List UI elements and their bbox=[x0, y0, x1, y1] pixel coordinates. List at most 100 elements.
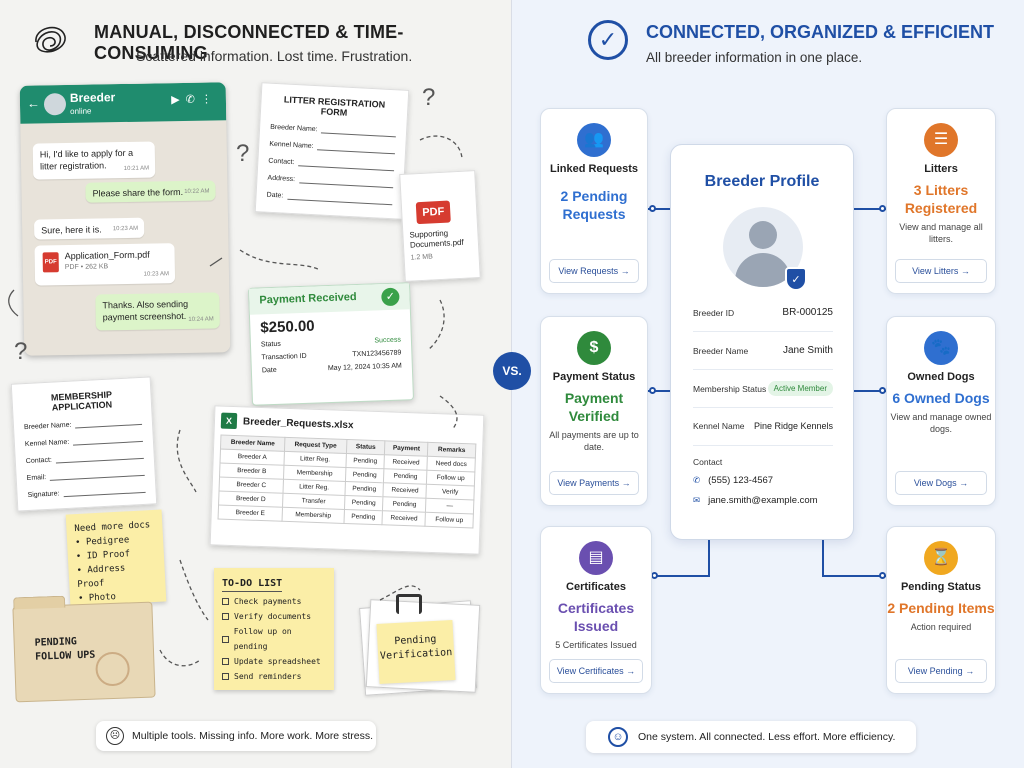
form-field: Signature: bbox=[27, 486, 146, 500]
view-litters-button[interactable]: View Litters → bbox=[895, 259, 987, 283]
connector-line bbox=[822, 540, 824, 576]
sad-face-icon: ☹ bbox=[106, 727, 124, 745]
table-cell: Pending bbox=[344, 495, 384, 511]
chat-time: 10:21 AM bbox=[123, 165, 150, 173]
card-title: Payment Status bbox=[552, 371, 636, 383]
email-value: jane.smith@example.com bbox=[708, 495, 818, 506]
form-field: Contact: bbox=[26, 452, 144, 465]
field-label: Contact: bbox=[25, 456, 53, 466]
spreadsheet-filename: Breeder_Requests.xlsx bbox=[242, 415, 354, 431]
chat-message-text: Thanks. Also sending payment screenshot. bbox=[102, 298, 189, 323]
spreadsheet-table: Breeder Name Request Type Status Payment… bbox=[218, 435, 477, 529]
connector-line bbox=[642, 208, 672, 210]
connector-line bbox=[852, 208, 888, 210]
table-cell: Breeder E bbox=[218, 505, 283, 522]
clipboard-icon: ☰ bbox=[924, 123, 958, 157]
todo-text: Send reminders bbox=[234, 672, 302, 681]
form-field: Kennel Name: bbox=[269, 141, 395, 155]
card-description: All payments are up to date. bbox=[549, 430, 639, 452]
litters-card: ☰ Litters 3 Litters Registered View and … bbox=[886, 108, 996, 294]
checkbox-icon bbox=[222, 635, 229, 643]
need-docs-note: Need more docs • Pedigree • ID Proof • A… bbox=[65, 509, 167, 607]
users-icon: 👥 bbox=[577, 123, 611, 157]
column-header: Status bbox=[346, 439, 386, 455]
chat-message-text: Hi, I'd like to apply for a litter regis… bbox=[39, 147, 134, 172]
checkbox-icon bbox=[222, 613, 229, 620]
connector-dot bbox=[649, 205, 656, 212]
checkbox-icon bbox=[222, 673, 229, 680]
connector-dot bbox=[651, 572, 658, 579]
field-label: Address: bbox=[267, 174, 296, 184]
checkbox-icon bbox=[222, 658, 229, 665]
email-icon: ✉ bbox=[693, 495, 701, 505]
hourglass-icon: ⌛ bbox=[924, 541, 958, 575]
question-mark-icon: ? bbox=[422, 84, 436, 111]
todo-text: Verify documents bbox=[234, 612, 312, 621]
row-value: TXN123456789 bbox=[352, 349, 402, 359]
todo-list-note: TO-DO LIST Check payments Verify documen… bbox=[214, 568, 334, 690]
pdf-icon: PDF bbox=[415, 200, 451, 225]
view-pending-button[interactable]: View Pending → bbox=[895, 659, 987, 683]
card-title: Linked Requests bbox=[549, 163, 639, 175]
chat-attachment[interactable]: PDF Application_Form.pdf PDF • 262 KB 10… bbox=[34, 243, 176, 286]
pdf-icon: PDF bbox=[42, 252, 59, 273]
payment-header: Payment Received ✓ bbox=[249, 283, 410, 315]
profile-value: Pine Ridge Kennels bbox=[753, 421, 833, 431]
table-cell: Pending bbox=[345, 453, 385, 469]
view-payments-button[interactable]: View Payments → bbox=[549, 471, 639, 495]
field-label: Breeder Name: bbox=[269, 123, 318, 134]
profile-key: Breeder Name bbox=[693, 345, 749, 356]
spreadsheet: X Breeder_Requests.xlsx Breeder Name Req… bbox=[209, 405, 485, 555]
contact-label-row: Contact bbox=[693, 457, 833, 467]
table-cell: Pending bbox=[383, 468, 428, 485]
connector-dot bbox=[879, 572, 886, 579]
coffee-stain-icon bbox=[95, 651, 131, 687]
field-label: Signature: bbox=[27, 490, 60, 500]
connector-line bbox=[852, 390, 888, 392]
view-certificates-button[interactable]: View Certificates → bbox=[549, 659, 643, 683]
card-title: Certificates bbox=[566, 581, 626, 593]
chat-time: 10:23 AM bbox=[143, 271, 170, 278]
todo-title: TO-DO LIST bbox=[222, 576, 283, 592]
profile-title: Breeder Profile bbox=[704, 173, 820, 190]
card-highlight: Certificates Issued bbox=[557, 600, 635, 634]
table-cell: Pending bbox=[344, 481, 384, 497]
todo-text: Check payments bbox=[234, 597, 302, 606]
card-description: View and manage owned dogs. bbox=[890, 412, 992, 434]
table-cell: Pending bbox=[345, 467, 385, 483]
paw-icon: 🐾 bbox=[924, 331, 958, 365]
avatar bbox=[43, 93, 67, 116]
chat-call-icons: ▶✆⋮ bbox=[171, 93, 219, 107]
table-cell: Pending bbox=[343, 509, 383, 525]
document-size: 1.2 MB bbox=[410, 253, 433, 262]
connector-line bbox=[822, 575, 886, 577]
chat-message-text: Sure, here it is. bbox=[41, 224, 102, 236]
connector-line bbox=[708, 540, 710, 576]
form-field: Breeder Name: bbox=[23, 418, 143, 432]
folder-tab bbox=[13, 595, 66, 610]
connector-dot bbox=[649, 387, 656, 394]
view-requests-button[interactable]: View Requests → bbox=[549, 259, 639, 283]
chat-bubble: Thanks. Also sending payment screenshot.… bbox=[95, 292, 220, 331]
todo-item: Verify documents bbox=[222, 609, 326, 624]
profile-value: BR-000125 bbox=[782, 307, 833, 318]
form-title: MEMBERSHIP APPLICATION bbox=[50, 389, 113, 413]
field-label: Breeder Name: bbox=[23, 421, 72, 432]
form-field: Email: bbox=[27, 469, 145, 482]
certificates-card: ▤ Certificates Certificates Issued 5 Cer… bbox=[540, 526, 652, 694]
left-title: MANUAL, DISCONNECTED & TIME-CONSUMING bbox=[94, 22, 404, 63]
row-label: Date bbox=[261, 366, 277, 375]
document-name: Supporting Documents.pdf bbox=[409, 228, 464, 250]
chat-bubble: Sure, here it is. 10:23 AM bbox=[33, 217, 145, 240]
card-highlight: Payment Verified bbox=[564, 390, 624, 424]
form-field: Address: bbox=[267, 174, 394, 189]
table-cell: Membership bbox=[282, 507, 345, 524]
view-dogs-button[interactable]: View Dogs → bbox=[895, 471, 987, 495]
chat-bubble: Please share the form. 10:22 AM bbox=[85, 180, 216, 203]
right-subtitle: All breeder information in one place. bbox=[646, 50, 863, 65]
right-footer-text: One system. All connected. Less effort. … bbox=[638, 731, 896, 743]
check-circle-icon: ✓ bbox=[588, 20, 628, 60]
litter-registration-form: LITTER REGISTRATION FORM Breeder Name: K… bbox=[254, 82, 410, 220]
